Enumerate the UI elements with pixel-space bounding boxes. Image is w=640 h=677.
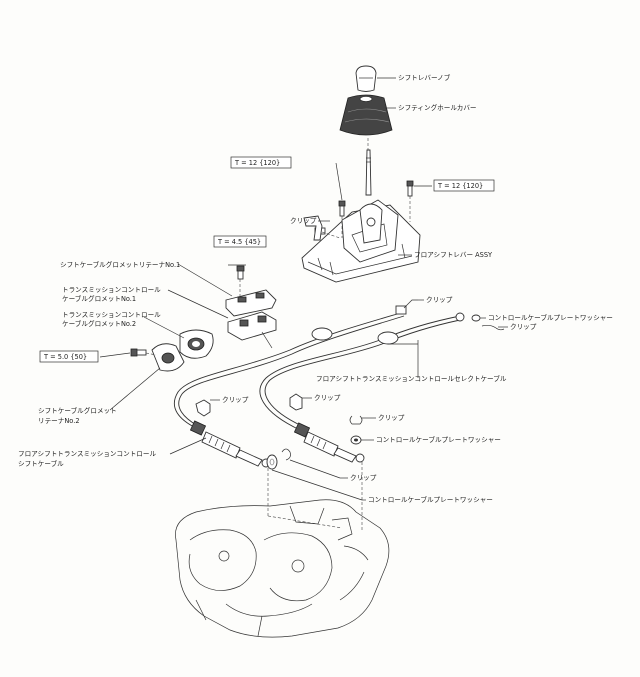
select-cable: [259, 315, 461, 431]
torque-box-1: T = 12 {120}: [230, 156, 292, 169]
clip-shift-cable: [195, 399, 211, 417]
label-grommet-no1-line2: ケーブルグロメットNo.1: [62, 294, 136, 303]
label-clip-3: クリップ: [510, 323, 537, 331]
label-shifting-hole-cover: シフティングホールカバー: [398, 103, 477, 112]
clip-top-right: [481, 324, 505, 331]
label-shift-cable-line2: シフトケーブル: [18, 459, 64, 468]
label-retainer-no2-line2: リテーナNo.2: [38, 417, 80, 425]
plate-washer-left: [266, 454, 278, 470]
transmission-case: [175, 499, 390, 638]
lever-bolt-right: [406, 180, 414, 222]
torque-label-3: T = 4.5 {45}: [217, 238, 261, 246]
torque-label-4: T = 5.0 {50}: [43, 353, 87, 361]
select-cable-end: [293, 422, 365, 463]
grommet-retainer-no2-part: [151, 343, 185, 372]
clip-small-mid: [281, 448, 291, 461]
shift-lever-rod: [365, 138, 372, 196]
torque-box-2: T = 12 {120}: [433, 179, 495, 192]
label-clip-7: クリップ: [350, 474, 377, 482]
label-retainer-no2-line1: シフトケーブルグロメット: [38, 406, 117, 415]
label-washer-right: コントロールケーブルプレートワッシャー: [488, 313, 613, 322]
clip-select-cable: [289, 393, 303, 411]
retainer-no2-bolt: [130, 348, 157, 357]
label-shift-cable-line1: フロアシフトトランスミッションコントロール: [18, 450, 156, 458]
label-washer-bottom: コントロールケーブルプレートワッシャー: [368, 495, 493, 504]
grommet-no2-part: [179, 329, 214, 359]
plate-washer-mid: [350, 435, 362, 445]
label-grommet-no2-line1: トランスミッションコントロール: [62, 311, 161, 319]
floor-shift-lever-assy-part: [301, 199, 421, 283]
label-select-cable: フロアシフトトランスミッションコントロールセレクトケーブル: [316, 374, 507, 383]
clip-top-cable: [403, 299, 418, 309]
label-floor-shift-lever-assy: フロアシフトレバー ASSY: [414, 251, 493, 259]
shift-lever-knob-part: [355, 65, 377, 92]
label-retainer-no1: シフトケーブルグロメットリテーナNo.1: [60, 260, 180, 269]
cable-connector-top: [395, 305, 465, 322]
label-clip-5: クリップ: [314, 394, 341, 402]
grommet-no1-part: [227, 311, 277, 349]
label-clip-4: クリップ: [222, 396, 249, 404]
grommet-retainer-no1-part: [225, 289, 277, 317]
torque-box-3: T = 4.5 {45}: [213, 235, 267, 248]
plate-washer-top: [471, 314, 481, 322]
shifting-hole-cover-part: [339, 94, 393, 136]
label-washer-mid: コントロールケーブルプレートワッシャー: [376, 435, 501, 444]
label-shift-lever-knob: シフトレバーノブ: [398, 73, 451, 82]
clip-select-end: [349, 415, 363, 425]
label-clip-6: クリップ: [378, 414, 405, 422]
lever-clip-part: [303, 215, 341, 241]
lever-bolt-left: [338, 200, 346, 238]
label-clip-1: クリップ: [290, 217, 317, 225]
label-grommet-no2-line2: ケーブルグロメットNo.2: [62, 319, 136, 328]
torque-box-4: T = 5.0 {50}: [39, 350, 99, 363]
torque-label-1: T = 12 {120}: [234, 159, 280, 167]
shift-cable: [173, 311, 405, 429]
torque-label-2: T = 12 {120}: [437, 182, 483, 190]
label-clip-2: クリップ: [426, 296, 453, 304]
label-grommet-no1-line1: トランスミッションコントロール: [62, 286, 161, 294]
shift-cable-end: [189, 420, 271, 468]
grommet-retainer-bolt: [236, 265, 245, 296]
